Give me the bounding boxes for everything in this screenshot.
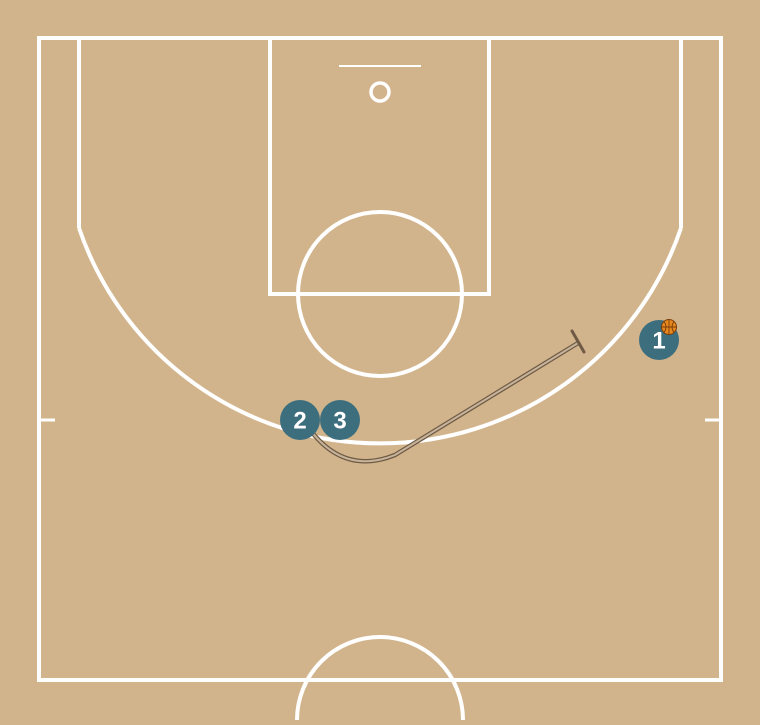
movement-path — [308, 329, 586, 464]
player-1[interactable]: 1 — [639, 319, 679, 361]
player-2[interactable]: 2 — [280, 400, 320, 440]
basket-rim — [369, 81, 391, 103]
free-throw-circle — [296, 210, 464, 378]
court-lines — [37, 36, 723, 721]
center-circle — [295, 635, 465, 721]
player-marker — [280, 400, 320, 440]
player-number: 2 — [293, 408, 306, 435]
player-3[interactable]: 3 — [320, 400, 360, 440]
movement-path-line — [310, 342, 579, 463]
player-marker — [320, 400, 360, 440]
screen-end-mark — [570, 329, 586, 354]
player-number: 3 — [333, 408, 346, 435]
three-point-arc — [77, 227, 683, 446]
paint-lane — [268, 36, 491, 296]
basketball-icon — [661, 319, 677, 335]
player-number: 1 — [652, 328, 665, 355]
